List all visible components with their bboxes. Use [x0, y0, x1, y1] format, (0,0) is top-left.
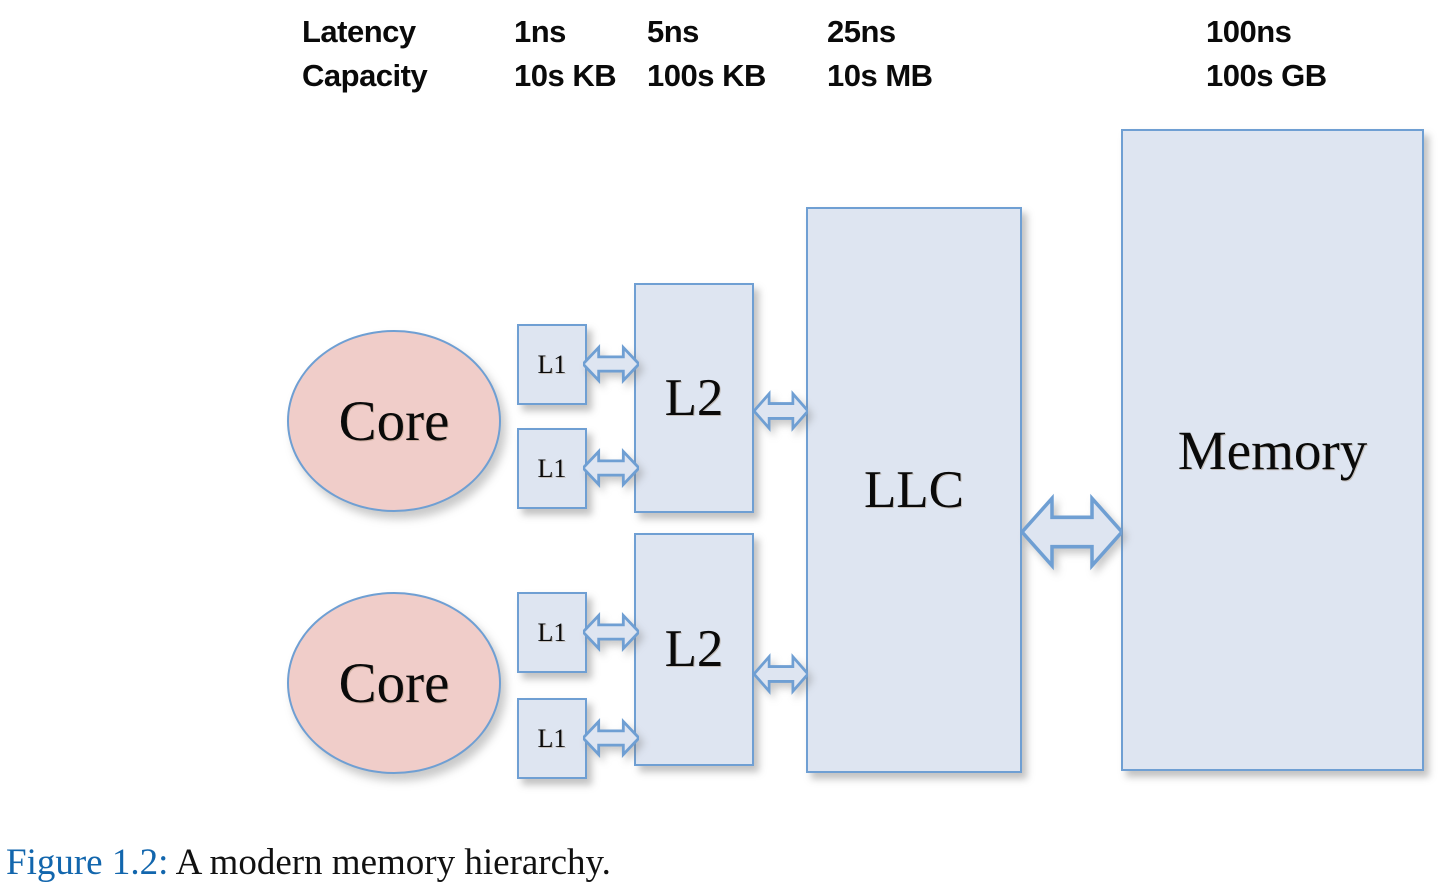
header-capacity-l2: 100s KB [647, 58, 766, 93]
llc-block: LLC [806, 207, 1022, 773]
header-latency-l2: 5ns [647, 14, 699, 49]
l1-cache-top-b-label: L1 [537, 453, 567, 483]
memory-block-label: Memory [1177, 419, 1368, 481]
l2-cache-bottom: L2 [634, 533, 754, 766]
l1-cache-top-b: L1 [517, 428, 587, 509]
figure-caption-reference: Figure 1.2: [6, 842, 169, 883]
llc-block-label: LLC [863, 460, 965, 519]
bidirectional-arrow-icon-l2-top-to-llc [754, 388, 808, 434]
header-capacity-l1: 10s KB [514, 58, 617, 93]
bidirectional-arrow-icon-llc-to-memory [1022, 490, 1122, 574]
l2-cache-top: L2 [634, 283, 754, 513]
core-bottom: Core [287, 592, 501, 774]
l1-cache-top-a-label: L1 [537, 349, 567, 379]
bidirectional-arrow-icon-l1-bottom-a-to-l2 [583, 610, 639, 654]
bidirectional-arrow-icon-l1-top-b-to-l2 [583, 446, 639, 490]
header-latency-l1: 1ns [514, 14, 566, 49]
header-row-label-capacity: Capacity [302, 58, 428, 93]
bidirectional-arrow-icon-l1-bottom-b-to-l2 [583, 716, 639, 760]
header-capacity-memory: 100s GB [1206, 58, 1327, 93]
header-row-label-latency: Latency [302, 14, 416, 49]
bidirectional-arrow-icon-l2-bottom-to-llc [754, 651, 808, 697]
header-latency-memory: 100ns [1206, 14, 1292, 49]
l1-cache-bottom-a: L1 [517, 592, 587, 673]
header-capacity-llc: 10s MB [827, 58, 933, 93]
core-top: Core [287, 330, 501, 512]
bidirectional-arrow-icon-l1-top-a-to-l2 [583, 342, 639, 386]
l1-cache-bottom-b: L1 [517, 698, 587, 779]
l1-cache-top-a: L1 [517, 324, 587, 405]
header-latency-llc: 25ns [827, 14, 896, 49]
l2-cache-top-label: L2 [664, 368, 724, 427]
figure-caption: Figure 1.2: A modern memory hierarchy. [6, 840, 611, 886]
memory-block: Memory [1121, 129, 1424, 771]
core-bottom-label: Core [338, 651, 450, 715]
l2-cache-bottom-label: L2 [664, 620, 724, 678]
l1-cache-bottom-b-label: L1 [537, 723, 567, 753]
l1-cache-bottom-a-label: L1 [537, 617, 567, 647]
figure-caption-text: A modern memory hierarchy. [175, 842, 611, 883]
core-top-label: Core [338, 389, 450, 453]
